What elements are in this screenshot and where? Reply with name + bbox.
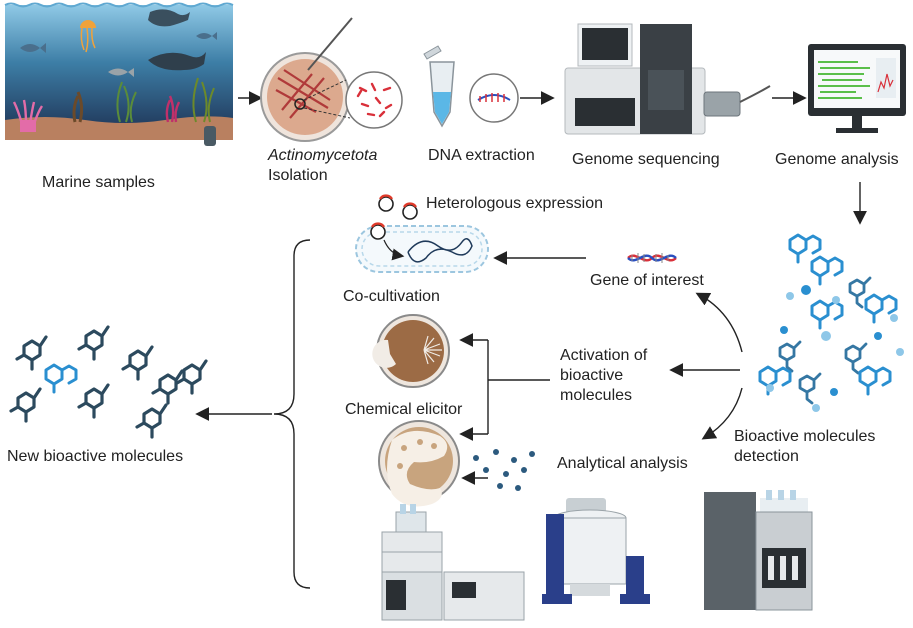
co-cultivation-petri-icon: [372, 314, 450, 388]
isolation-label: Isolation: [268, 167, 328, 184]
dna-extraction-tube-icon: [423, 45, 519, 128]
hplc-instrument-icon: [381, 504, 525, 621]
seaweed-icon: [72, 77, 215, 123]
sequencer-icon: [564, 23, 771, 135]
genome-sequencing-label: Genome sequencing: [572, 151, 720, 168]
co-cultivation-label: Co-cultivation: [343, 288, 440, 305]
bioactive-detection-label-1: Bioactive molecules: [734, 428, 875, 445]
activation-label-2: bioactive: [560, 367, 623, 384]
activation-label-1: Activation of: [560, 347, 648, 364]
mass-spectrometer-icon: [704, 490, 813, 611]
elicitor-dots: [473, 449, 535, 491]
arrow-to-analytical: [701, 387, 743, 440]
jellyfish-icon: [80, 20, 96, 53]
bacterium-host-icon: [355, 222, 489, 273]
actinomycetota-label: Actinomycetota: [267, 147, 377, 164]
heterologous-expression-label: Heterologous expression: [426, 195, 603, 212]
dna-helix-icon: [626, 251, 678, 265]
bioactive-molecules-cluster: [758, 233, 904, 412]
whale-icon: [148, 9, 190, 27]
marine-samples-label: Marine samples: [42, 174, 155, 191]
bioactive-detection-label-2: detection: [734, 448, 799, 465]
marine-sample-scene: [4, 2, 234, 146]
magnified-bacteria: [345, 71, 403, 129]
diver-icon: [204, 126, 216, 146]
grouping-brace: [273, 239, 311, 589]
sperm-whale-icon: [148, 52, 206, 71]
petri-dish-isolation: [260, 17, 403, 142]
plasmid-icons: [378, 194, 418, 220]
new-bioactive-label: New bioactive molecules: [7, 448, 183, 465]
fish-icon: [20, 32, 217, 77]
gene-of-interest-label: Gene of interest: [590, 272, 704, 289]
chemical-elicitor-label: Chemical elicitor: [345, 401, 463, 418]
activation-bracket: [459, 333, 550, 441]
chemical-elicitor-petri-icon: [378, 420, 460, 507]
anemone-icon: [12, 99, 44, 132]
dna-extraction-label: DNA extraction: [428, 147, 535, 164]
analytical-analysis-label: Analytical analysis: [557, 455, 688, 472]
activation-label-3: molecules: [560, 387, 632, 404]
arrow-to-gene: [695, 292, 743, 353]
new-molecules-cluster: [9, 325, 208, 439]
nmr-instrument-icon: [542, 498, 650, 604]
genome-analysis-label: Genome analysis: [775, 151, 899, 168]
monitor-icon: [808, 44, 906, 133]
